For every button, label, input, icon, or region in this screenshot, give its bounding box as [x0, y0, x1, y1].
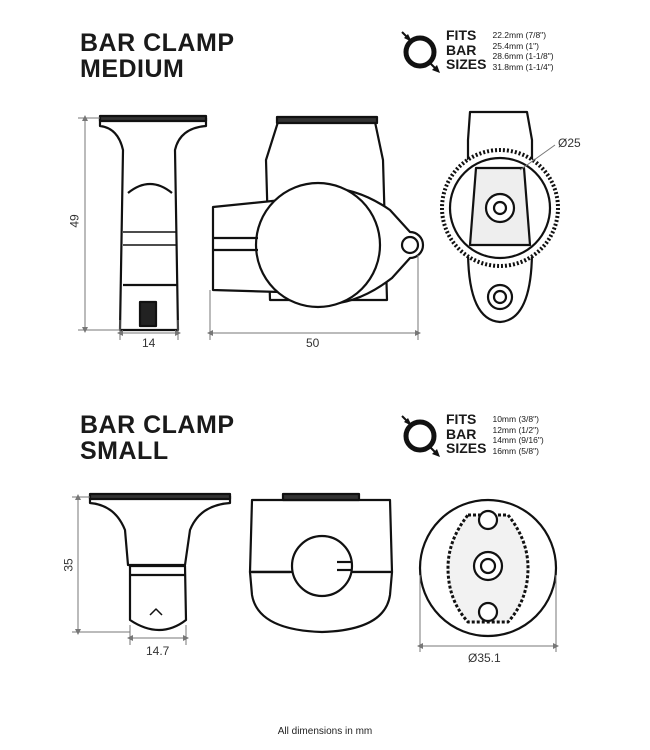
fits-symbol-icon: [401, 415, 440, 457]
small-title-line1: BAR CLAMP: [80, 411, 235, 439]
size-item: 28.6mm (1-1/8"): [492, 51, 554, 61]
fits-symbol-icon: [401, 31, 440, 73]
medium-top-view: [440, 110, 560, 324]
medium-height-dimension: 49: [67, 214, 82, 228]
fits-word: FITS: [446, 411, 477, 427]
medium-side-width-dimension: 14: [142, 336, 156, 350]
medium-fits-block: FITS BAR SIZES 22.2mm (7/8") 25.4mm (1")…: [398, 28, 554, 76]
small-front-view: [248, 492, 394, 634]
fits-words: FITS BAR SIZES: [446, 28, 486, 72]
sizes-word: SIZES: [446, 440, 487, 456]
medium-diameter-dimension: Ø25: [558, 136, 581, 150]
small-side-width-dimension: 14.7: [146, 644, 170, 658]
sizes-word: SIZES: [446, 56, 487, 72]
bar-word: BAR: [446, 425, 477, 442]
small-title: BAR CLAMP SMALL: [80, 412, 235, 464]
size-item: 16mm (5/8"): [492, 445, 539, 456]
fits-words: FITS BAR SIZES: [446, 412, 486, 456]
medium-title-line2: MEDIUM: [80, 55, 185, 83]
small-size-list: 10mm (3/8") 12mm (1/2") 14mm (9/16") 16m…: [492, 414, 543, 456]
medium-front-width-dimension: 50: [306, 336, 320, 350]
size-item: 14mm (9/16"): [492, 435, 544, 445]
bar-word: BAR: [446, 41, 477, 58]
medium-size-list: 22.2mm (7/8") 25.4mm (1") 28.6mm (1-1/8"…: [492, 30, 553, 72]
medium-title-line1: BAR CLAMP: [80, 29, 235, 57]
medium-side-view: [98, 114, 208, 332]
size-item: 10mm (3/8"): [492, 414, 539, 424]
small-height-dimension: 35: [61, 558, 76, 572]
small-title-line2: SMALL: [80, 437, 169, 465]
small-fits-block: FITS BAR SIZES 10mm (3/8") 12mm (1/2") 1…: [398, 412, 544, 460]
size-item: 12mm (1/2"): [492, 424, 539, 435]
medium-front-view: [211, 115, 425, 309]
size-item: 31.8mm (1-1/4"): [492, 61, 554, 72]
fits-word: FITS: [446, 27, 477, 43]
size-item: 22.2mm (7/8"): [492, 30, 547, 40]
medium-title: BAR CLAMP MEDIUM: [80, 30, 235, 82]
units-footnote: All dimensions in mm: [277, 726, 373, 737]
small-top-view: [418, 498, 558, 638]
size-item: 25.4mm (1"): [492, 40, 539, 51]
small-diameter-dimension: Ø35.1: [468, 651, 501, 665]
small-side-view: [88, 492, 232, 631]
